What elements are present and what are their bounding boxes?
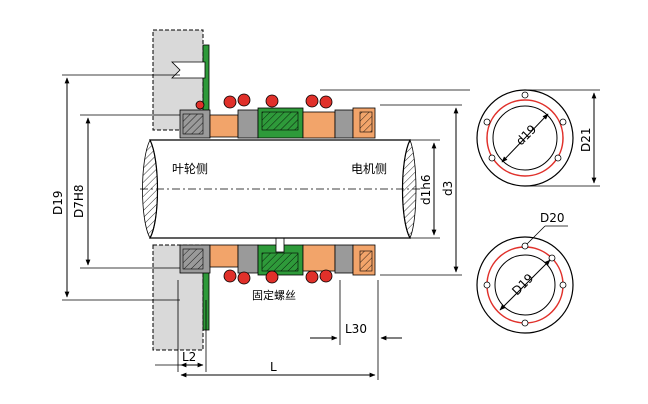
motor-side-label: 电机侧 [351,162,387,176]
end-view-top [476,89,600,187]
D21-dimension-label: D21 [579,127,593,152]
L-dimension-label: L [270,360,277,374]
seal-assembly-lower [179,231,376,285]
bottom-dimensions [155,280,402,380]
end-view-bottom [476,225,574,334]
L2-dimension-label: L2 [182,350,196,364]
L30-dimension-label: L30 [345,322,367,336]
D19-dimension-label: D19 [51,190,65,215]
shaft [140,139,420,239]
D7H8-dimension-label: D7H8 [72,184,86,218]
d3-dimension-label: d3 [441,181,455,196]
impeller-side-label: 叶轮侧 [172,162,208,176]
right-dimensions [320,89,470,276]
D20-dimension-label: D20 [540,211,565,225]
set-screw-label: 固定螺丝 [252,288,296,302]
seal-assembly-upper [179,93,376,139]
d1h6-dimension-label: d1h6 [419,175,433,206]
left-dimensions [62,74,180,301]
